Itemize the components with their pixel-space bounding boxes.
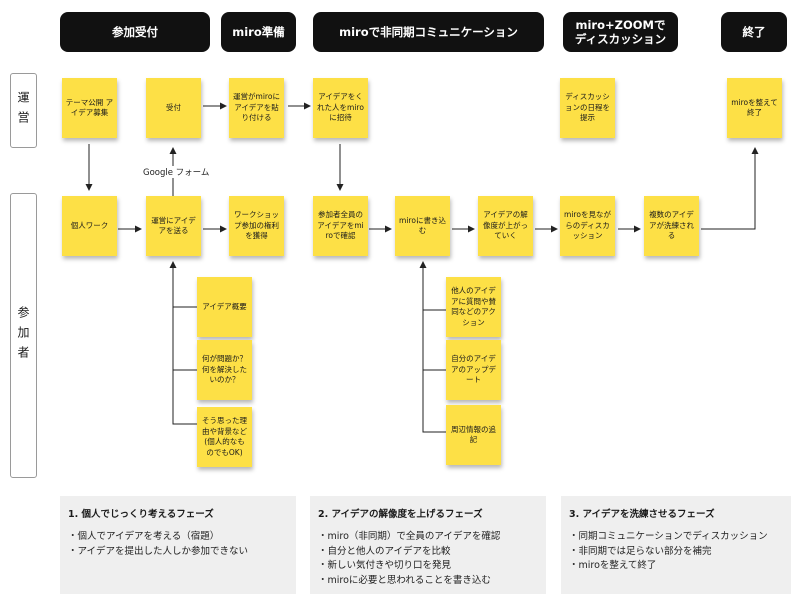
sticky-note: 運営にアイデ アを送る: [146, 196, 201, 256]
sticky-note: miroに書き込 む: [395, 196, 450, 256]
sticky-note: テーマ公開 アイデア募集: [62, 78, 117, 138]
phase-header-end: 終了: [721, 12, 787, 52]
sticky-note: 何が問題か？ 何を解決した いのか？: [197, 340, 252, 400]
phase-header-miro-prep: miro準備: [221, 12, 296, 52]
google-form-label: Google フォーム: [143, 166, 210, 178]
summary-title: 1. 個人でじっくり考えるフェーズ: [68, 509, 214, 520]
sticky-note: 自分のアイデ アのアップデ ート: [446, 340, 501, 400]
lane-staff: 運営: [10, 73, 37, 148]
arrow-actions-to-write: [419, 261, 446, 433]
sticky-note: 周辺情報の追 記: [446, 405, 501, 465]
arrow-details-to-send: [169, 261, 197, 425]
sticky-note: 個人ワーク: [62, 196, 117, 256]
sticky-note: 他人のアイデ アに質問や賛 同などのアク ション: [446, 277, 501, 337]
arrow-refined-to-finish: [701, 147, 759, 230]
summary-phase-3: 3. アイデアを洗練させるフェーズ ・同期コミュニケーションでディスカッション …: [561, 496, 791, 594]
sticky-note: ワークショッ プ参加の権利 を獲得: [229, 196, 284, 256]
summary-item: ・アイデアを提出した人しか参加できない: [68, 545, 249, 557]
summary-item: ・miroに必要と思われることを書き込む: [318, 575, 491, 587]
phase-header-discussion: miro+ZOOMで ディスカッション: [563, 12, 678, 52]
summary-phase-2: 2. アイデアの解像度を上げるフェーズ ・miro（非同期）で全員のアイデアを確…: [310, 496, 546, 594]
phase-header-reception: 参加受付: [60, 12, 210, 52]
lane-staff-label: 運営: [16, 90, 30, 131]
sticky-note: アイデア概要: [197, 277, 252, 337]
sticky-note: 受付: [146, 78, 201, 138]
summary-title: 2. アイデアの解像度を上げるフェーズ: [318, 509, 483, 520]
summary-item: ・miro（非同期）で全員のアイデアを確認: [318, 531, 501, 542]
sticky-note: 参加者全員の アイデアをmi roで確認: [313, 196, 368, 256]
summary-item: ・新しい気付きや切り口を発見: [318, 560, 452, 572]
summary-item: ・非同期では足らない部分を補完: [569, 545, 712, 557]
lane-participant: 参加者: [10, 193, 37, 478]
lane-participant-label: 参加者: [16, 305, 30, 366]
sticky-note: miroを見なが らのディスカ ッション: [560, 196, 615, 256]
summary-item: ・同期コミュニケーションでディスカッション: [569, 531, 768, 542]
sticky-note: そう思った理 由や背景など (個人的なも のでもOK): [197, 407, 252, 467]
summary-phase-1: 1. 個人でじっくり考えるフェーズ ・個人でアイデアを考える（宿題） ・アイデア…: [60, 496, 296, 594]
sticky-note: アイデアの解 像度が上がっ ていく: [478, 196, 533, 256]
sticky-note: ディスカッシ ョンの日程を 提示: [560, 78, 615, 138]
sticky-note: 複数のアイデ アが洗練され る: [644, 196, 699, 256]
sticky-note: miroを整えて 終了: [727, 78, 782, 138]
summary-title: 3. アイデアを洗練させるフェーズ: [569, 509, 715, 520]
sticky-note: 運営がmiroに アイデアを貼 り付ける: [229, 78, 284, 138]
summary-item: ・自分と他人のアイデアを比較: [318, 545, 451, 557]
summary-item: ・miroを整えて終了: [569, 560, 657, 572]
summary-item: ・個人でアイデアを考える（宿題）: [68, 531, 220, 542]
phase-header-async: miroで非同期コミュニケーション: [313, 12, 544, 52]
sticky-note: アイデアをく れた人をmiro に招待: [313, 78, 368, 138]
